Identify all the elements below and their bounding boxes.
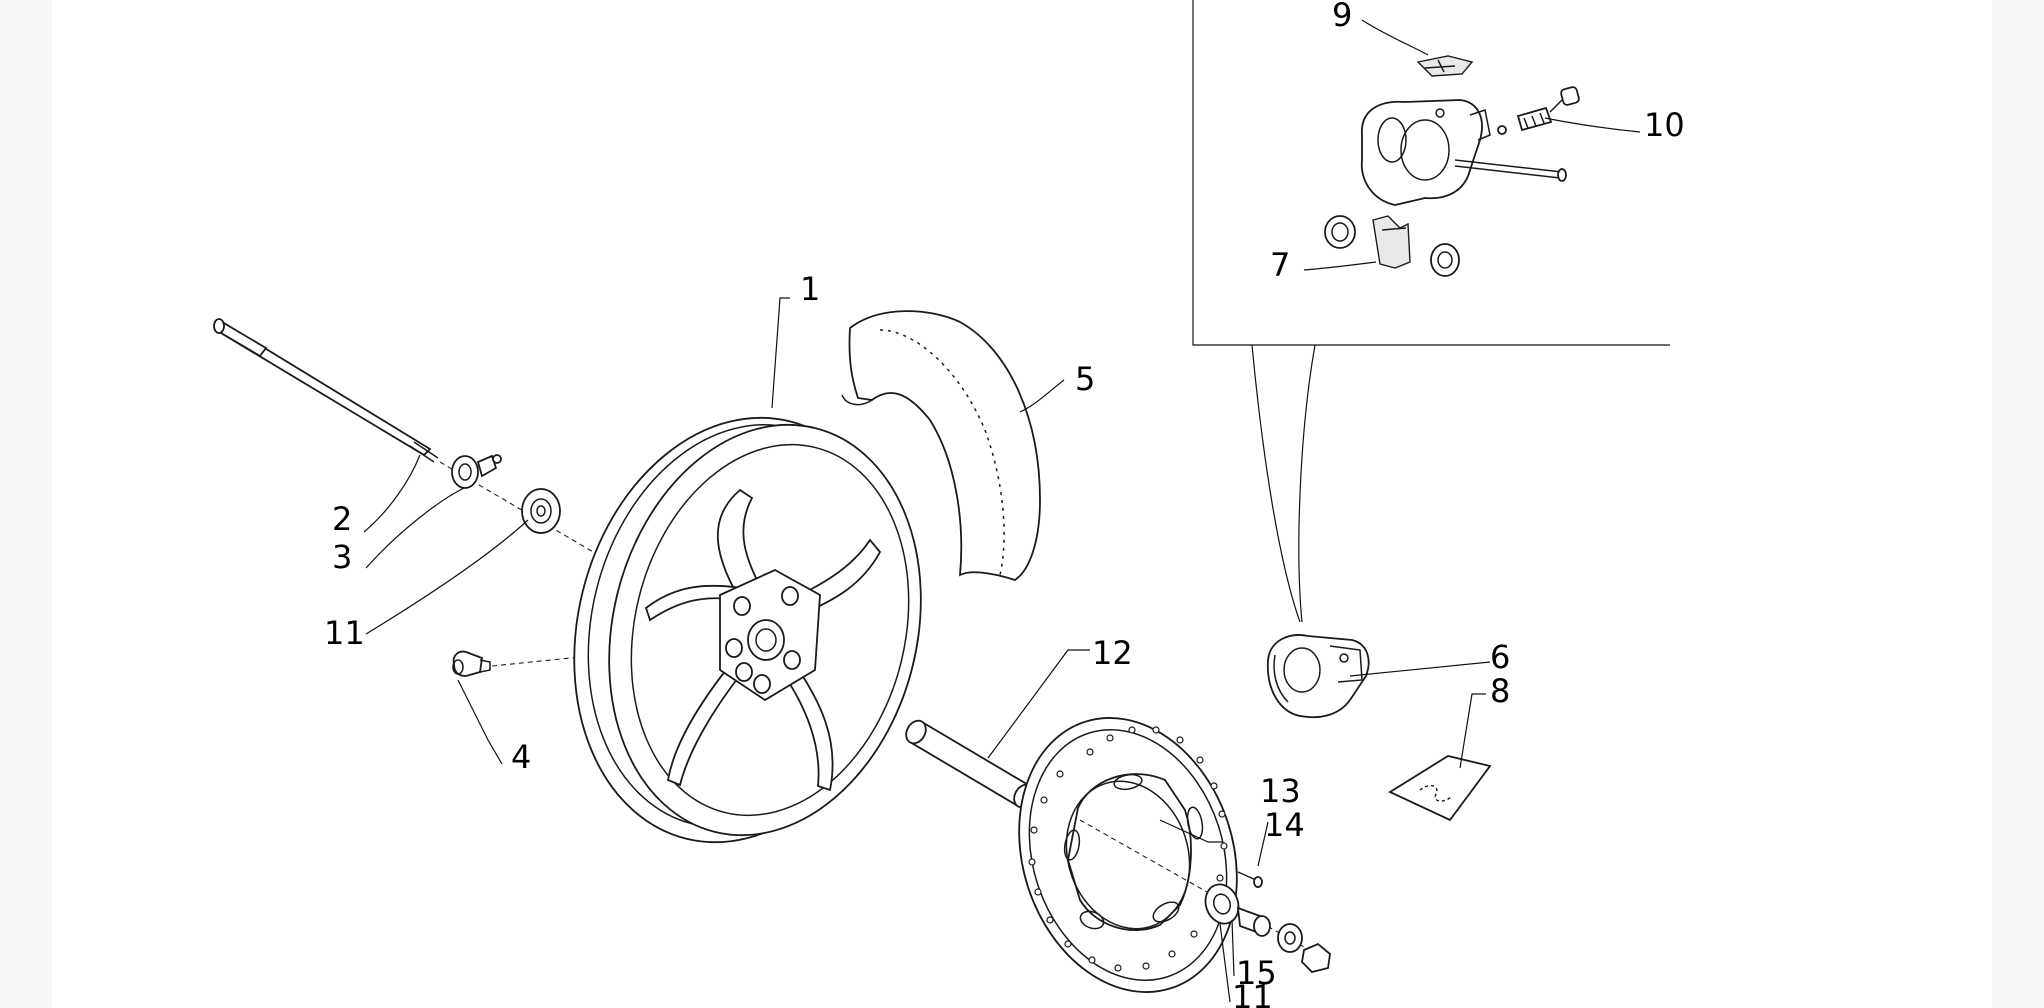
pad-spring-part (1416, 55, 1474, 77)
right-side-hardware (1204, 883, 1331, 973)
callout-2: 2 (332, 500, 352, 538)
callout-3: 3 (332, 538, 352, 576)
callout-13: 13 (1260, 772, 1301, 810)
callout-1: 1 (800, 270, 820, 308)
tyre-valve-part (452, 650, 611, 677)
bleed-screw-part (1497, 86, 1580, 135)
front-caliper-part (1267, 634, 1370, 719)
disc-screw-part (1237, 871, 1263, 888)
caliper-body-part (1360, 99, 1491, 206)
callout-10: 10 (1644, 106, 1685, 144)
brake-pads-part (1324, 215, 1460, 277)
callout-9: 9 (1332, 0, 1352, 34)
callout-7: 7 (1270, 246, 1290, 284)
leader-lines (363, 19, 1641, 1003)
callout-6: 6 (1490, 638, 1510, 676)
grease-sachet-part (1388, 755, 1492, 822)
brake-disc-part (1018, 717, 1321, 993)
callout-15: 15 (1236, 954, 1277, 992)
callout-14: 14 (1264, 806, 1305, 844)
slide-pin-part (1454, 159, 1567, 182)
mudguard-part (841, 310, 1041, 581)
callout-4: 4 (511, 738, 531, 776)
wheel-rim-part (573, 416, 922, 844)
callout-5: 5 (1075, 360, 1095, 398)
callout-12: 12 (1092, 634, 1133, 672)
callout-11-axle: 11 (324, 614, 365, 652)
callout-11-bottom: 11 (1232, 978, 1273, 1008)
axle-spacer-part (451, 454, 502, 489)
caliper-detail-inset (1192, 0, 1670, 623)
axle-bearing-part (521, 488, 561, 534)
callout-8: 8 (1490, 672, 1510, 710)
